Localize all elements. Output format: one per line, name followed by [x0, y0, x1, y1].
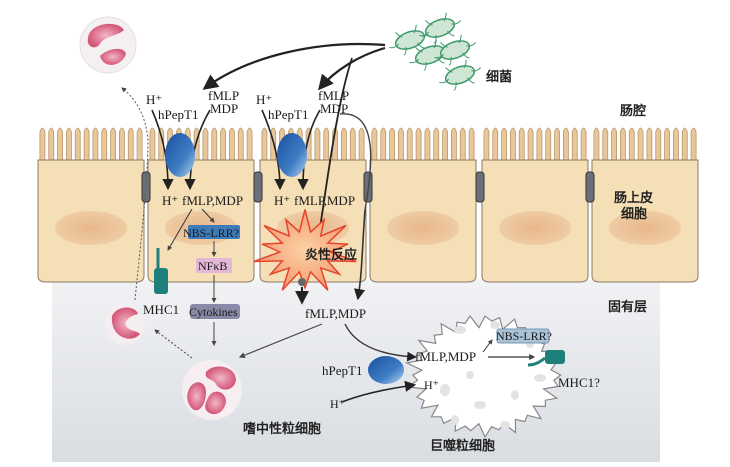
- macrophage-hpept1-label: hPepT1: [322, 363, 362, 378]
- cell1-nfkb-box: [196, 258, 232, 273]
- arrow-cell2-to-peptides-out: [354, 209, 366, 301]
- neutrophil-label: 嗜中性粒细胞: [243, 421, 321, 437]
- macrophage-granules: [440, 321, 546, 429]
- cell2-peptides-out: fMLP,MDP: [305, 306, 366, 321]
- cell1-transport: [151, 109, 211, 191]
- neutrophil-left: [105, 305, 145, 345]
- epithelium-label-line2: 细胞: [621, 206, 647, 222]
- arrow-bacteria-to-cell2: [318, 46, 386, 91]
- macrophage-mhc1-label: MHC1?: [558, 375, 600, 390]
- neutrophil-migrated: [79, 16, 137, 74]
- epithelial-cell: [591, 127, 699, 283]
- mhc1-receptor-icon: [154, 248, 168, 294]
- epithelial-cell: [147, 127, 255, 283]
- epithelial-cell: [481, 127, 589, 283]
- nucleus: [387, 211, 459, 245]
- macrophage-nbs-lrr-box: [496, 328, 550, 344]
- macrophage-nbs-lrr-label: NBS-LRR?: [496, 329, 552, 343]
- arrow-peptides-to-macrophage: [344, 323, 417, 362]
- cell2-mdp-top: MDP: [320, 101, 348, 116]
- cell1-cytokines-box: [190, 304, 240, 319]
- release-pore-icon: [298, 278, 306, 286]
- cell2-h-plus-inside: H⁺: [274, 193, 290, 208]
- lamina-propria-label: 固有层: [608, 299, 647, 315]
- arrow-peptides-to-nbs: [201, 208, 215, 223]
- tight-junction: [585, 171, 595, 203]
- macrophage-label: 巨噬粒细胞: [430, 438, 495, 454]
- tight-junction: [253, 171, 263, 203]
- bacterium-icon: [409, 39, 452, 71]
- nucleus: [499, 211, 571, 245]
- cell1-h-plus-top: H⁺: [146, 92, 162, 107]
- cell1-nbs-lrr-label: NBS-LRR?: [183, 226, 239, 240]
- cell1-nbs-lrr-box: [188, 225, 240, 239]
- macrophage-h-plus-in: H⁺: [330, 397, 345, 411]
- macrophage-cell: [404, 314, 562, 439]
- lamina-propria-region: [52, 280, 660, 462]
- hpept1-transporter-icon: [165, 133, 195, 177]
- cell1-h-plus-inside: H⁺: [162, 193, 178, 208]
- epithelial-cell: [37, 127, 145, 283]
- nucleus: [55, 211, 127, 245]
- nucleus: [609, 211, 681, 245]
- cell1-mdp-top: MDP: [210, 101, 238, 116]
- arrow-h-to-macrophage: [341, 380, 417, 403]
- inflammation-label: 炎性反应: [305, 247, 357, 263]
- macrophage-peptides-inside: fMLP,MDP: [415, 349, 476, 364]
- cell1-fmlp-top: fMLP: [208, 88, 239, 103]
- bacterium-icon: [434, 34, 477, 66]
- cell2-hpept1-label: hPepT1: [268, 107, 308, 122]
- bacterium-icon: [389, 24, 432, 56]
- bacteria-label: 细菌: [486, 69, 512, 85]
- epithelial-cell: [369, 127, 477, 283]
- cell2-peptides-inside: fMLP,MDP: [294, 193, 355, 208]
- arrow-peptides-to-mhc: [167, 208, 193, 251]
- lumen-label: 肠腔: [620, 103, 646, 119]
- epithelium-label-line1: 肠上皮: [614, 190, 653, 206]
- epithelial-cell-layer: [37, 127, 699, 283]
- cell1-cytokines-label: Cytokines: [189, 305, 238, 319]
- arrow-peptides-to-neutrophil: [238, 323, 323, 358]
- arrow-bacteria-to-cell1: [202, 42, 386, 90]
- cell2-fmlp-top: fMLP: [318, 88, 349, 103]
- neutrophil-migration-path: [121, 87, 149, 301]
- macrophage-h-plus-inside: H⁺: [424, 378, 439, 392]
- macrophage-mhc1-icon: [527, 350, 565, 367]
- cell1-peptides-inside: fMLP,MDP: [182, 193, 243, 208]
- bacteria-cluster: [389, 12, 482, 91]
- cell2-transport: [261, 109, 372, 211]
- cell2-h-plus-top: H⁺: [256, 92, 272, 107]
- mhc1-label: MHC1: [143, 302, 179, 317]
- neutrophil-center: [182, 360, 242, 420]
- cell1-hpept1-label: hPepT1: [158, 107, 198, 122]
- inflammation-burst: [253, 209, 357, 291]
- arrow-macro-peptides-to-nbs: [482, 339, 493, 353]
- hpept1-transporter-icon-2: [277, 133, 307, 177]
- cell1-nfkb-label: NFκB: [198, 259, 227, 273]
- bacterium-icon: [439, 59, 482, 91]
- tight-junction: [475, 171, 485, 203]
- macrophage-hpept1-icon: [368, 356, 404, 384]
